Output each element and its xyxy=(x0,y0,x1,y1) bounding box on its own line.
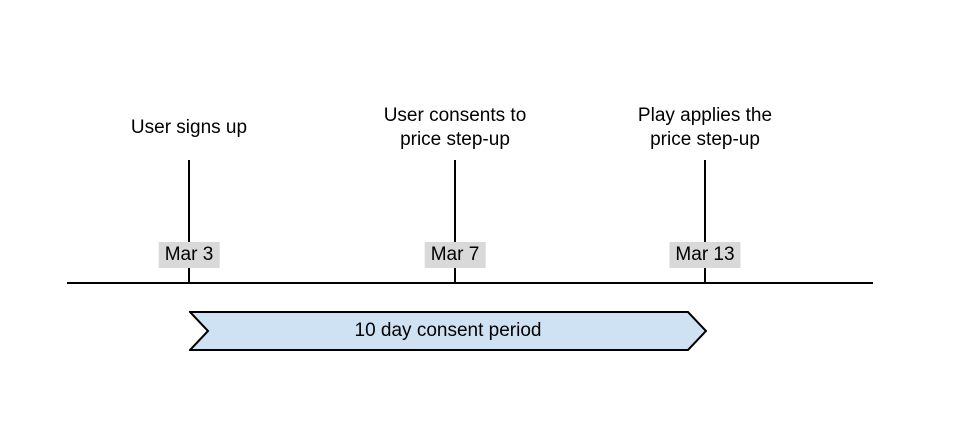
event-label: User consents to price step-up xyxy=(383,105,527,150)
event-date-badge: Mar 7 xyxy=(424,242,486,268)
event-date-badge: Mar 13 xyxy=(669,242,741,268)
event-label: Play applies the price step-up xyxy=(637,105,773,150)
event-date-badge: Mar 3 xyxy=(158,242,220,268)
event-tick-line xyxy=(704,160,706,283)
event-label: User signs up xyxy=(130,117,248,138)
timeline-event-signup: User signs up Mar 3 xyxy=(74,0,304,300)
consent-period-label: 10 day consent period xyxy=(354,320,542,341)
event-tick-line xyxy=(188,160,190,283)
event-tick-line xyxy=(454,160,456,283)
timeline-axis xyxy=(67,282,873,284)
consent-period-banner-shape xyxy=(189,311,707,351)
timeline-event-consent: User consents to price step-up Mar 7 xyxy=(340,0,570,300)
chevron-ribbon-icon xyxy=(189,311,707,351)
timeline-event-apply: Play applies the price step-up Mar 13 xyxy=(590,0,820,300)
